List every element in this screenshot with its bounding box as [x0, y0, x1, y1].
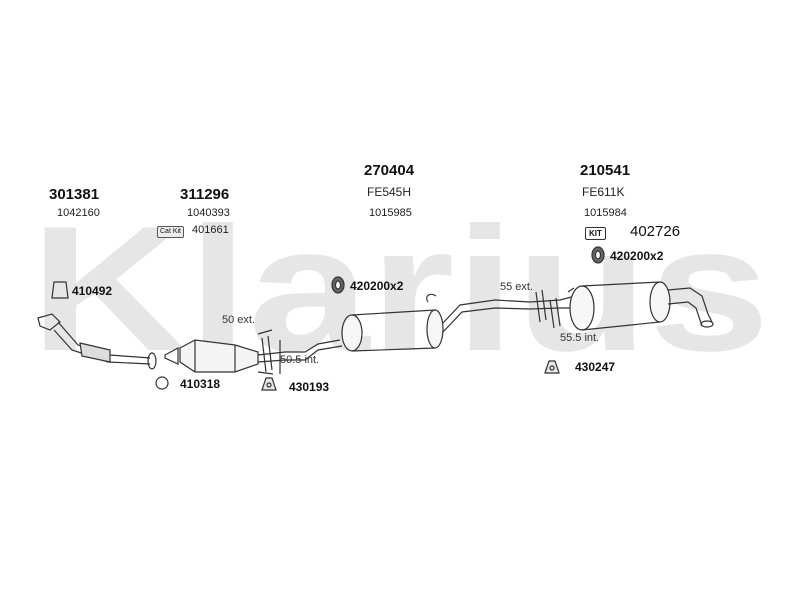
svg-text:Klarius: Klarius — [30, 222, 770, 362]
cat-kit-badge: Cat Kit — [157, 226, 185, 238]
fitting-420200x2-a: 420200x2 — [350, 279, 404, 293]
ref-1042160: 1042160 — [57, 207, 100, 219]
ref-1040393: 1040393 — [187, 207, 230, 219]
rear-silencer-drawing — [529, 281, 714, 331]
mount-420200-b-icon — [591, 246, 605, 264]
ref-1015984: 1015984 — [584, 207, 627, 219]
fitting-430247: 430247 — [575, 360, 616, 374]
fitting-430193: 430193 — [289, 380, 330, 394]
ref-1015985: 1015985 — [369, 207, 412, 219]
gasket-410492-icon — [51, 281, 69, 299]
part-number-301381: 301381 — [49, 186, 100, 203]
dimension-55-ext: 55 ext. — [500, 281, 534, 293]
catalytic-converter-drawing — [164, 339, 286, 373]
code-fe545h: FE545H — [367, 185, 412, 199]
code-fe611k: FE611K — [582, 185, 625, 199]
clamp-1-drawing — [257, 329, 281, 375]
dimension-55-5-int: 55.5 int. — [560, 332, 600, 344]
ring-410318-icon — [155, 376, 169, 390]
fitting-410492: 410492 — [72, 284, 113, 298]
middle-pipe-drawing — [285, 293, 531, 361]
front-pipe-drawing — [37, 313, 157, 370]
clamp-2-drawing — [535, 289, 561, 329]
part-number-210541: 210541 — [580, 162, 631, 179]
fitting-420200x2-b: 420200x2 — [610, 249, 664, 263]
mount-420200-a-icon — [331, 276, 345, 294]
part-number-270404: 270404 — [364, 162, 415, 179]
dimension-50-5-int: 50.5 int. — [280, 354, 320, 366]
kit-badge: KIT — [585, 227, 606, 240]
mount-430247-icon — [544, 360, 560, 374]
part-number-311296: 311296 — [180, 186, 230, 203]
klarius-watermark: Klarius — [30, 222, 770, 362]
mount-430193-icon — [261, 377, 277, 391]
fitting-410318: 410318 — [180, 377, 221, 391]
kit-number: 402726 — [630, 223, 681, 240]
cat-kit-number: 401661 — [192, 224, 229, 236]
dimension-50-ext: 50 ext. — [222, 314, 256, 326]
